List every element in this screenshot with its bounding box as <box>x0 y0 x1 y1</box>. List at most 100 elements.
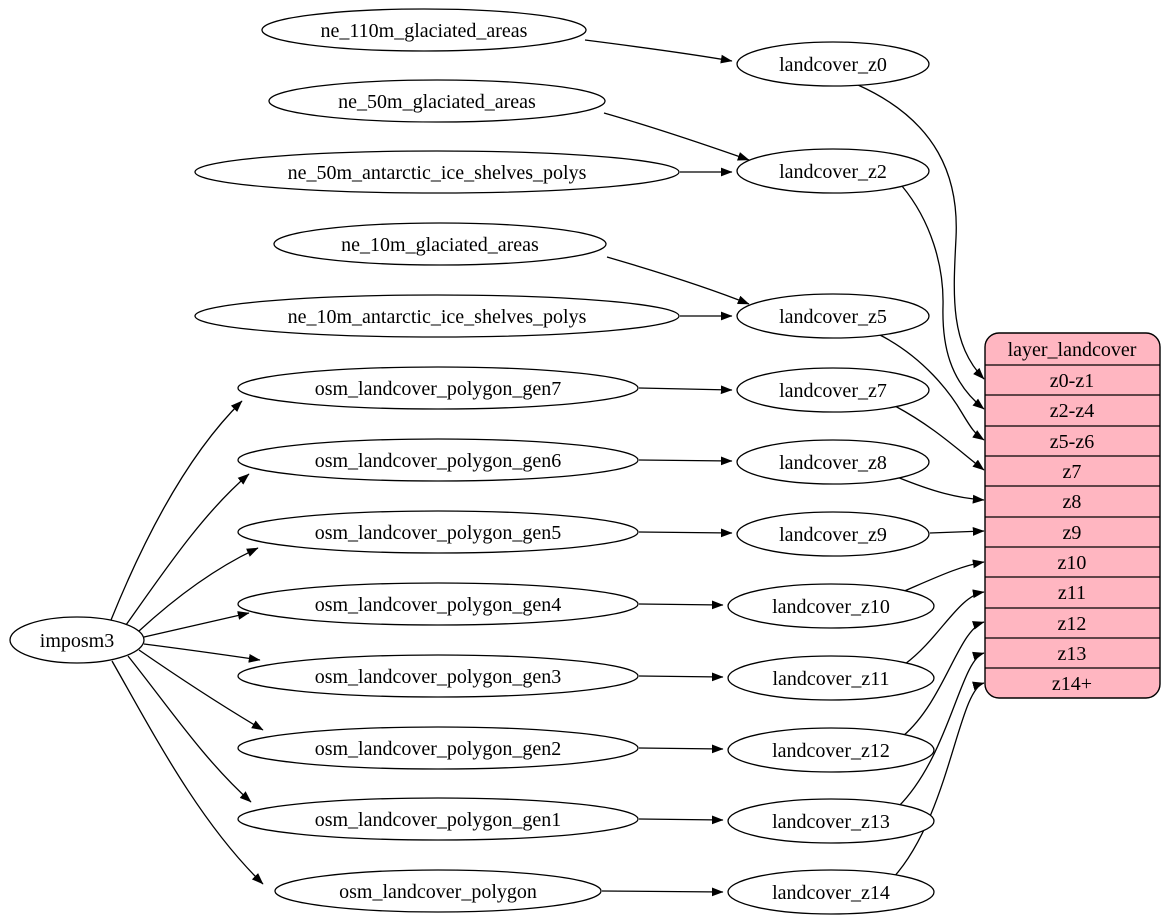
node-landcover-z0-label: landcover_z0 <box>779 54 887 76</box>
node-osm-landcover-polygon-label: osm_landcover_polygon <box>339 881 537 903</box>
node-landcover-z10-label: landcover_z10 <box>772 596 890 618</box>
edge-polygon-z14 <box>601 887 724 897</box>
edge-imposm3-gen3 <box>143 643 261 663</box>
record-row-z2-z4: z2-z4 <box>1050 400 1094 422</box>
node-ne-10m-glaciated-areas-label: ne_10m_glaciated_areas <box>341 234 539 256</box>
record-title: layer_landcover <box>1008 339 1137 361</box>
node-landcover-z11: landcover_z11 <box>727 655 935 701</box>
node-landcover-z8-label: landcover_z8 <box>779 452 887 474</box>
node-osm-landcover-polygon-gen6: osm_landcover_polygon_gen6 <box>237 438 639 482</box>
edge-gen6-z8 <box>638 456 733 466</box>
node-osm-landcover-polygon-shape <box>274 869 602 913</box>
record-layer-landcover: layer_landcover z0-z1 z2-z4 z5-z6 z7 z8 … <box>984 332 1161 699</box>
edge-z2-row-z2z4 <box>901 185 985 410</box>
node-landcover-z10-shape <box>727 583 935 629</box>
record-row-z13: z13 <box>1058 643 1087 665</box>
node-osm-landcover-polygon-gen3-label: osm_landcover_polygon_gen3 <box>315 666 562 688</box>
record-row-z11: z11 <box>1058 582 1086 604</box>
record-row-z9: z9 <box>1063 522 1082 544</box>
node-osm-landcover-polygon-gen2: osm_landcover_polygon_gen2 <box>237 726 639 770</box>
node-osm-landcover-polygon: osm_landcover_polygon <box>274 869 602 913</box>
node-imposm3-shape <box>9 616 145 664</box>
node-landcover-z5-label: landcover_z5 <box>779 306 887 328</box>
node-osm-landcover-polygon-gen1-shape <box>237 797 639 841</box>
node-landcover-z14-shape <box>727 869 935 915</box>
node-landcover-z5: landcover_z5 <box>736 293 930 339</box>
edge-z9-row-z9 <box>929 526 985 536</box>
node-landcover-z9-shape <box>736 511 930 557</box>
nodes-layer: imposm3 ne_110m_glaciated_areas ne_50m_g… <box>9 8 935 915</box>
record-row-z10: z10 <box>1058 552 1087 574</box>
node-landcover-z11-shape <box>727 655 935 701</box>
node-osm-landcover-polygon-gen7: osm_landcover_polygon_gen7 <box>237 366 639 410</box>
node-ne-10m-glaciated-areas-shape <box>273 222 607 266</box>
node-imposm3: imposm3 <box>9 616 145 664</box>
edge-z12-row-z12 <box>902 621 985 737</box>
node-ne-50m-glaciated-areas-shape <box>268 79 606 123</box>
node-osm-landcover-polygon-gen5-label: osm_landcover_polygon_gen5 <box>315 522 562 544</box>
node-ne-50m-glaciated-areas-label: ne_50m_glaciated_areas <box>338 91 536 113</box>
node-landcover-z10: landcover_z10 <box>727 583 935 629</box>
record-row-z7: z7 <box>1063 461 1082 483</box>
edge-z0-row-z0z1 <box>857 84 985 380</box>
node-ne-10m-glaciated-areas: ne_10m_glaciated_areas <box>273 222 607 266</box>
node-landcover-z2-shape <box>736 148 930 194</box>
edge-imposm3-gen4 <box>143 611 250 638</box>
node-landcover-z8: landcover_z8 <box>736 439 930 485</box>
node-landcover-z13: landcover_z13 <box>727 798 935 844</box>
node-landcover-z5-shape <box>736 293 930 339</box>
node-landcover-z7-label: landcover_z7 <box>779 380 887 402</box>
record-row-z5-z6: z5-z6 <box>1050 431 1094 453</box>
node-landcover-z8-shape <box>736 439 930 485</box>
node-osm-landcover-polygon-gen3: osm_landcover_polygon_gen3 <box>237 654 639 698</box>
node-osm-landcover-polygon-gen2-label: osm_landcover_polygon_gen2 <box>315 738 562 760</box>
node-ne-110m-glaciated-areas: ne_110m_glaciated_areas <box>261 8 587 52</box>
node-osm-landcover-polygon-gen4-label: osm_landcover_polygon_gen4 <box>315 594 562 616</box>
edge-imposm3-gen1 <box>127 655 252 803</box>
record-row-z8: z8 <box>1063 491 1082 513</box>
node-osm-landcover-polygon-gen4-shape <box>237 582 639 626</box>
node-osm-landcover-polygon-gen1: osm_landcover_polygon_gen1 <box>237 797 639 841</box>
node-osm-landcover-polygon-gen1-label: osm_landcover_polygon_gen1 <box>315 809 562 831</box>
edge-z11-row-z11 <box>904 589 985 665</box>
node-ne-10m-antarctic-ice-shelves-polys-label: ne_10m_antarctic_ice_shelves_polys <box>288 306 587 328</box>
node-osm-landcover-polygon-gen6-shape <box>237 438 639 482</box>
edge-gen5-z9 <box>638 528 733 538</box>
edge-z7-row-z7 <box>894 405 985 471</box>
node-landcover-z2-label: landcover_z2 <box>779 161 887 183</box>
node-osm-landcover-polygon-gen7-label: osm_landcover_polygon_gen7 <box>315 378 562 400</box>
node-landcover-z13-label: landcover_z13 <box>772 811 890 833</box>
node-landcover-z12: landcover_z12 <box>727 727 935 773</box>
node-ne-50m-antarctic-ice-shelves-polys: ne_50m_antarctic_ice_shelves_polys <box>194 150 680 194</box>
node-landcover-z0-shape <box>736 41 930 87</box>
edge-z14-row-z14plus <box>892 681 985 879</box>
edge-gen7-z7 <box>638 385 733 395</box>
node-ne-110m-glaciated-areas-label: ne_110m_glaciated_areas <box>321 20 528 42</box>
edge-imposm3-gen5 <box>138 547 259 632</box>
node-osm-landcover-polygon-gen2-shape <box>237 726 639 770</box>
edge-ne50m-glaciated-z2 <box>603 112 750 161</box>
edge-ne10m-glaciated-z5 <box>606 256 750 305</box>
edge-z8-row-z8 <box>896 476 985 504</box>
node-ne-10m-antarctic-ice-shelves-polys-shape <box>194 294 680 338</box>
node-ne-50m-antarctic-ice-shelves-polys-label: ne_50m_antarctic_ice_shelves_polys <box>288 162 587 184</box>
node-ne-50m-glaciated-areas: ne_50m_glaciated_areas <box>268 79 606 123</box>
node-landcover-z0: landcover_z0 <box>736 41 930 87</box>
edge-ne110m-z0 <box>584 39 733 64</box>
record-row-z14plus: z14+ <box>1052 673 1092 695</box>
edge-gen4-z10 <box>638 600 724 610</box>
node-ne-110m-glaciated-areas-shape <box>261 8 587 52</box>
edge-z10-row-z10 <box>901 559 985 593</box>
node-osm-landcover-polygon-gen5-shape <box>237 510 639 554</box>
node-ne-10m-antarctic-ice-shelves-polys: ne_10m_antarctic_ice_shelves_polys <box>194 294 680 338</box>
record-row-z0-z1: z0-z1 <box>1050 370 1094 392</box>
node-landcover-z14-label: landcover_z14 <box>772 882 890 904</box>
edge-imposm3-polygon <box>111 660 264 885</box>
node-landcover-z13-shape <box>727 798 935 844</box>
edge-imposm3-gen7 <box>110 400 243 621</box>
record-layer-landcover-shape <box>984 332 1161 699</box>
record-row-z12: z12 <box>1058 613 1087 635</box>
edges-layer <box>110 39 985 897</box>
node-landcover-z7-shape <box>736 367 930 413</box>
